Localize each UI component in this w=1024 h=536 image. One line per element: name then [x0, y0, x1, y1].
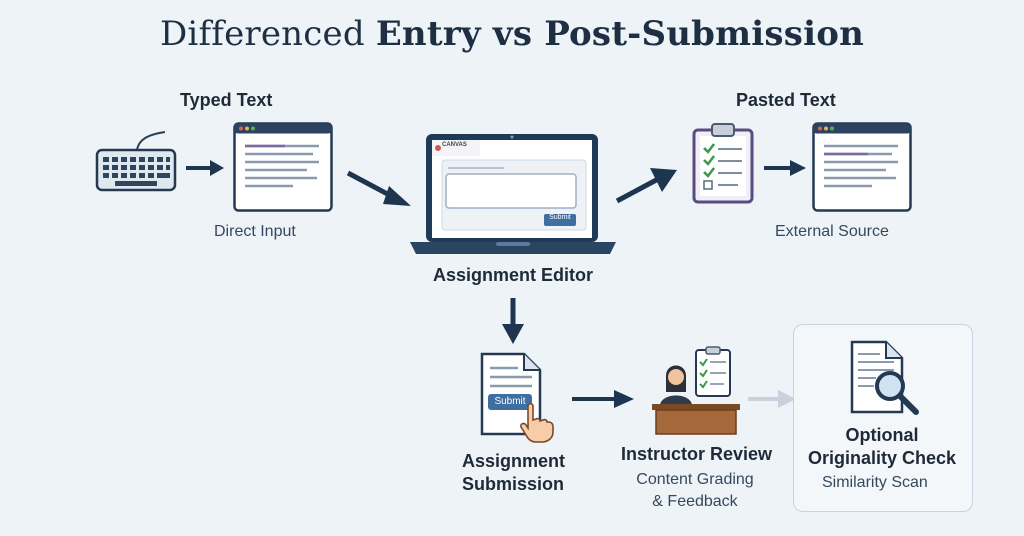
magnifier-document-icon — [850, 340, 919, 415]
submission-submit-button: Submit — [494, 396, 526, 407]
title-rest: Entry vs Post-Submission — [375, 14, 865, 54]
arrow-editor-to-submission — [502, 298, 524, 344]
submission-caption: Assignment Submission — [462, 450, 566, 496]
arrow-typed-to-editor — [346, 170, 411, 206]
submission-caption-line2: Submission — [462, 474, 565, 494]
review-line1: Content Grading — [636, 471, 754, 488]
review-line2: & Feedback — [652, 493, 738, 510]
submission-document-icon — [480, 352, 542, 436]
originality-line2: Originality Check — [807, 448, 957, 468]
instructor-icon — [652, 346, 740, 435]
canvas-brand: CANVAS — [442, 142, 467, 148]
originality-line1: Optional — [845, 425, 919, 445]
laptop-editor — [410, 134, 616, 254]
clipboard-icon — [692, 123, 754, 204]
editor-submit-button: Submit — [549, 214, 571, 221]
arrow-clipboard-to-doc — [764, 160, 806, 176]
keyboard-icon — [95, 131, 177, 192]
review-caption: Content Grading & Feedback — [620, 469, 770, 513]
pasted-heading: Pasted Text — [736, 90, 836, 110]
editor-caption: Assignment Editor — [433, 265, 594, 285]
pasted-document-window — [812, 122, 912, 212]
originality-heading: Optional Originality Check — [800, 424, 964, 470]
arrow-keyboard-to-doc — [186, 160, 224, 176]
review-heading: Instructor Review — [621, 444, 773, 464]
diagram-title: Differenced Entry vs Post-Submission — [0, 14, 1024, 54]
typed-caption: Direct Input — [214, 223, 296, 240]
typed-heading: Typed Text — [180, 90, 273, 110]
typed-document-window — [233, 122, 333, 212]
arrow-editor-to-pasted — [615, 168, 677, 204]
pointer-hand-icon — [520, 402, 554, 443]
submission-caption-line1: Assignment — [462, 451, 566, 471]
arrow-review-to-originality — [748, 390, 796, 408]
arrow-submission-to-review — [572, 390, 634, 408]
pasted-caption: External Source — [775, 223, 889, 240]
originality-caption: Similarity Scan — [822, 474, 928, 491]
title-main: Differenced — [159, 14, 365, 54]
